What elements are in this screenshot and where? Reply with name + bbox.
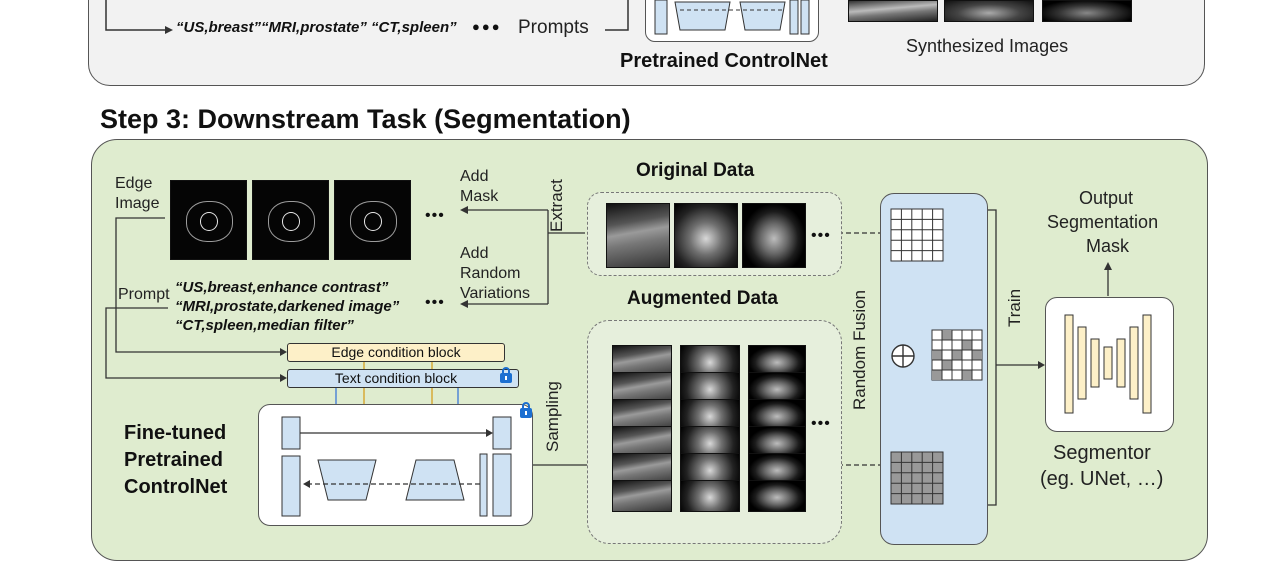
edge-condition-label: Edge condition block (331, 344, 461, 360)
edge-image-label-1: Edge (115, 175, 153, 192)
original-data-label: Original Data (636, 160, 755, 181)
aug-ct-1 (748, 345, 806, 377)
synth-image-3 (1042, 0, 1132, 22)
aug-us-6 (612, 480, 672, 512)
add-random-1: Add (460, 245, 489, 262)
synth-image-1 (848, 0, 938, 22)
fusion-plus-icon (891, 344, 915, 368)
aug-us-2 (612, 372, 672, 404)
prompt-line-left (105, 0, 165, 31)
step2-controlnet-label: Pretrained ControlNet (620, 50, 828, 72)
prompt-arrowhead (165, 26, 173, 34)
step2-controlnet-shapes (654, 0, 810, 35)
prompt-line-3: “CT,spleen,median filter” (175, 317, 354, 334)
edge-ellipsis: ••• (425, 207, 445, 224)
aug-us-4 (612, 426, 672, 458)
output-label-3: Mask (1086, 236, 1130, 256)
aug-us-1 (612, 345, 672, 377)
controlnet-architecture (281, 416, 512, 517)
add-mask-1: Add (460, 168, 489, 185)
prompt-ellipsis: ••• (425, 294, 445, 311)
original-us-image (606, 203, 670, 268)
augmented-data-label: Augmented Data (627, 288, 778, 309)
edge-image-ct (334, 180, 411, 260)
text-condition-label: Text condition block (334, 370, 458, 386)
lock-icon-controlnet (520, 402, 532, 418)
edge-image-us (170, 180, 247, 260)
prompt-line-right (605, 0, 629, 31)
prompt-line-1: “US,breast,enhance contrast” (175, 279, 389, 296)
aug-us-5 (612, 453, 672, 485)
unet-shape (1064, 314, 1152, 414)
edge-image-label-2: Image (115, 195, 160, 212)
segmentor-label-1: Segmentor (1053, 442, 1151, 464)
aug-mri-6 (680, 480, 740, 512)
step2-prompts-label: Prompts (518, 17, 589, 38)
step3-title: Step 3: Downstream Task (Segmentation) (100, 104, 631, 134)
output-label-2: Segmentation (1047, 212, 1159, 232)
add-random-3: Variations (460, 285, 530, 302)
output-label-1: Output (1079, 188, 1134, 208)
lock-icon (500, 367, 512, 383)
aug-ct-6 (748, 480, 806, 512)
edge-image-mri (252, 180, 329, 260)
aug-mri-2 (680, 372, 740, 404)
original-grid (890, 208, 944, 262)
step2-prompts-text: “US,breast”“MRI,prostate” “CT,spleen” (176, 19, 457, 36)
text-condition-block: Text condition block (287, 369, 519, 388)
prompt-label: Prompt (118, 286, 170, 303)
original-ct-image (742, 203, 806, 268)
original-mri-image (674, 203, 738, 268)
original-ellipsis: ••• (811, 227, 831, 244)
augmented-grid (890, 451, 944, 505)
step2-dots: ●●● (472, 19, 502, 34)
segmentor-label-2: (eg. UNet, …) (1040, 468, 1164, 490)
train-label: Train (1005, 288, 1024, 327)
aug-mri-4 (680, 426, 740, 458)
finetuned-label-2: Pretrained (124, 449, 223, 471)
step2-connectors (105, 0, 629, 34)
prompt-line-2: “MRI,prostate,darkened image” (175, 298, 400, 315)
finetuned-label-1: Fine-tuned (124, 422, 227, 444)
edge-condition-block: Edge condition block (287, 343, 505, 362)
fused-grid (931, 329, 983, 381)
add-random-2: Random (460, 265, 521, 282)
aug-us-3 (612, 399, 672, 431)
step2-synth-label: Synthesized Images (906, 36, 1069, 56)
finetuned-label-3: ControlNet (124, 476, 228, 498)
synth-image-2 (944, 0, 1034, 22)
add-mask-2: Mask (460, 188, 499, 205)
aug-ct-4 (748, 426, 806, 458)
fusion-grids (890, 208, 983, 505)
augmented-ellipsis: ••• (811, 415, 831, 432)
